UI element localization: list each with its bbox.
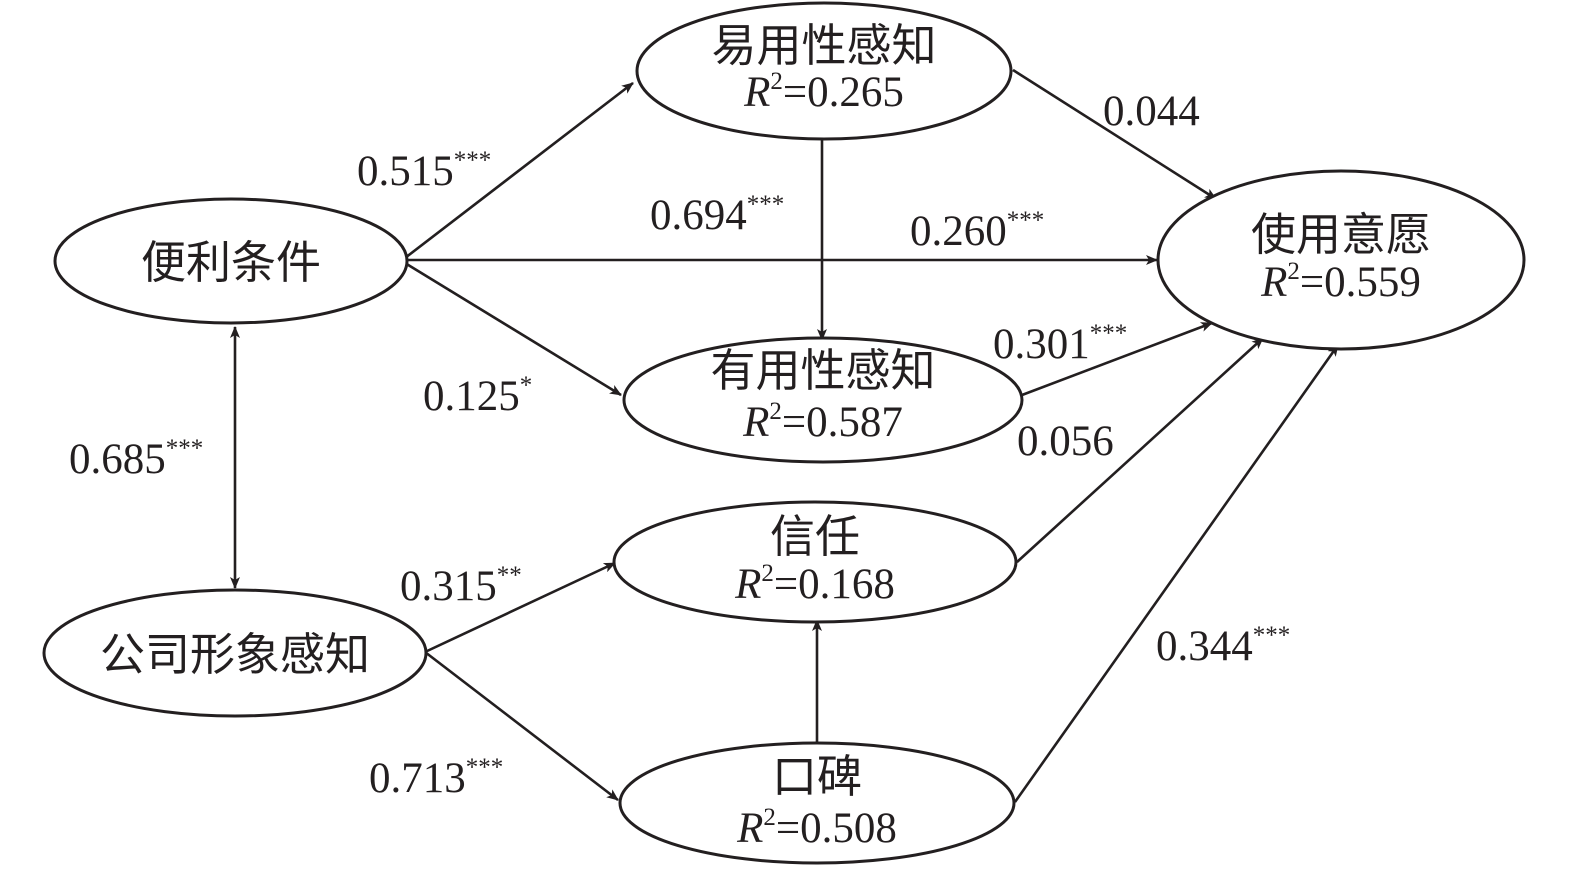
node-usefulness-shape	[622, 336, 1024, 464]
coef-value: 0.515	[357, 148, 454, 195]
coef-significance: ***	[466, 754, 504, 781]
coefficient-labels: 0.515*** 0.044 0.694*** 0.260*** 0.125* …	[69, 88, 1290, 802]
coef-value: 0.694	[650, 192, 747, 239]
r-superscript: 2	[761, 560, 774, 587]
node-facilitating-shape	[53, 197, 409, 325]
node-trust-r2: R2=0.168	[734, 560, 895, 608]
coef-image-wom: 0.713***	[369, 754, 503, 802]
r2-value: =0.587	[782, 399, 903, 446]
coef-facilitating-intention: 0.260***	[910, 207, 1044, 255]
node-usefulness-r2: R2=0.587	[742, 398, 903, 446]
coef-significance: **	[497, 562, 522, 589]
node-ease: 易用性感知 R2=0.265	[635, 1, 1013, 141]
node-wom-r2: R2=0.508	[736, 804, 897, 852]
node-trust-shape	[612, 500, 1018, 624]
node-ease-name: 易用性感知	[711, 19, 936, 72]
edge-wom-intention	[1013, 344, 1340, 803]
node-trust-name: 信任	[770, 510, 860, 563]
edge-image-wom	[424, 650, 619, 802]
coef-value: 0.056	[1017, 418, 1114, 465]
coef-value: 0.260	[910, 208, 1007, 255]
r-symbol: R	[1260, 259, 1287, 306]
coef-significance: ***	[166, 435, 204, 462]
r2-value: =0.508	[776, 805, 897, 852]
r2-value: =0.559	[1300, 259, 1421, 306]
node-ease-shape	[635, 1, 1013, 141]
node-intention: 使用意愿 R2=0.559	[1156, 169, 1526, 351]
edge-facilitating-ease	[404, 81, 634, 260]
edge-trust-intention	[1016, 337, 1264, 563]
coef-significance: ***	[1007, 207, 1045, 234]
r-superscript: 2	[769, 398, 782, 425]
r-superscript: 2	[1287, 258, 1300, 285]
node-usefulness-name: 有用性感知	[710, 344, 935, 397]
edge-facilitating-usefulness	[404, 261, 622, 397]
coef-facilitating-image: 0.685***	[69, 435, 203, 483]
coef-significance: ***	[454, 147, 492, 174]
r-symbol: R	[743, 69, 770, 116]
coef-usefulness-intention: 0.301***	[993, 320, 1127, 368]
coef-significance: ***	[747, 191, 785, 218]
coef-value: 0.044	[1103, 88, 1200, 135]
r-symbol: R	[734, 561, 761, 608]
coef-ease-intention: 0.044	[1103, 88, 1200, 135]
coef-facilitating-ease: 0.515***	[357, 147, 491, 195]
edge-usefulness-intention	[1021, 321, 1213, 397]
node-ease-r2: R2=0.265	[743, 68, 904, 116]
coef-value: 0.344	[1156, 623, 1253, 670]
node-intention-shape	[1156, 169, 1526, 351]
node-usefulness: 有用性感知 R2=0.587	[622, 336, 1024, 464]
node-intention-name: 使用意愿	[1251, 208, 1431, 261]
coef-value: 0.315	[400, 563, 497, 610]
coef-facilitating-usefulness: 0.125*	[423, 372, 532, 420]
coef-ease-usefulness: 0.694***	[650, 191, 784, 239]
coef-trust-intention: 0.056	[1017, 418, 1114, 465]
edge-image-trust	[424, 561, 616, 654]
node-image: 公司形象感知	[42, 588, 428, 718]
node-wom-name: 口碑	[772, 750, 862, 803]
node-image-name: 公司形象感知	[100, 628, 370, 681]
node-facilitating-name: 便利条件	[141, 236, 321, 289]
node-intention-r2: R2=0.559	[1260, 258, 1421, 306]
coef-significance: ***	[1253, 622, 1291, 649]
coef-value: 0.125	[423, 373, 520, 420]
node-image-shape	[42, 588, 428, 718]
node-facilitating: 便利条件	[53, 197, 409, 325]
edge-ease-intention	[1012, 68, 1217, 201]
node-wom: 口碑 R2=0.508	[618, 741, 1016, 865]
coef-significance: ***	[1090, 320, 1128, 347]
coef-value: 0.713	[369, 755, 466, 802]
coef-value: 0.301	[993, 321, 1090, 368]
node-wom-shape	[618, 741, 1016, 865]
r-superscript: 2	[770, 68, 783, 95]
coef-wom-intention: 0.344***	[1156, 622, 1290, 670]
coef-image-trust: 0.315**	[400, 562, 522, 610]
coef-significance: *	[520, 372, 533, 399]
coef-value: 0.685	[69, 436, 166, 483]
r2-value: =0.265	[783, 69, 904, 116]
r-superscript: 2	[763, 804, 776, 831]
r-symbol: R	[736, 805, 763, 852]
node-trust: 信任 R2=0.168	[612, 500, 1018, 624]
r2-value: =0.168	[774, 561, 895, 608]
r-symbol: R	[742, 399, 769, 446]
edges	[230, 68, 1340, 803]
